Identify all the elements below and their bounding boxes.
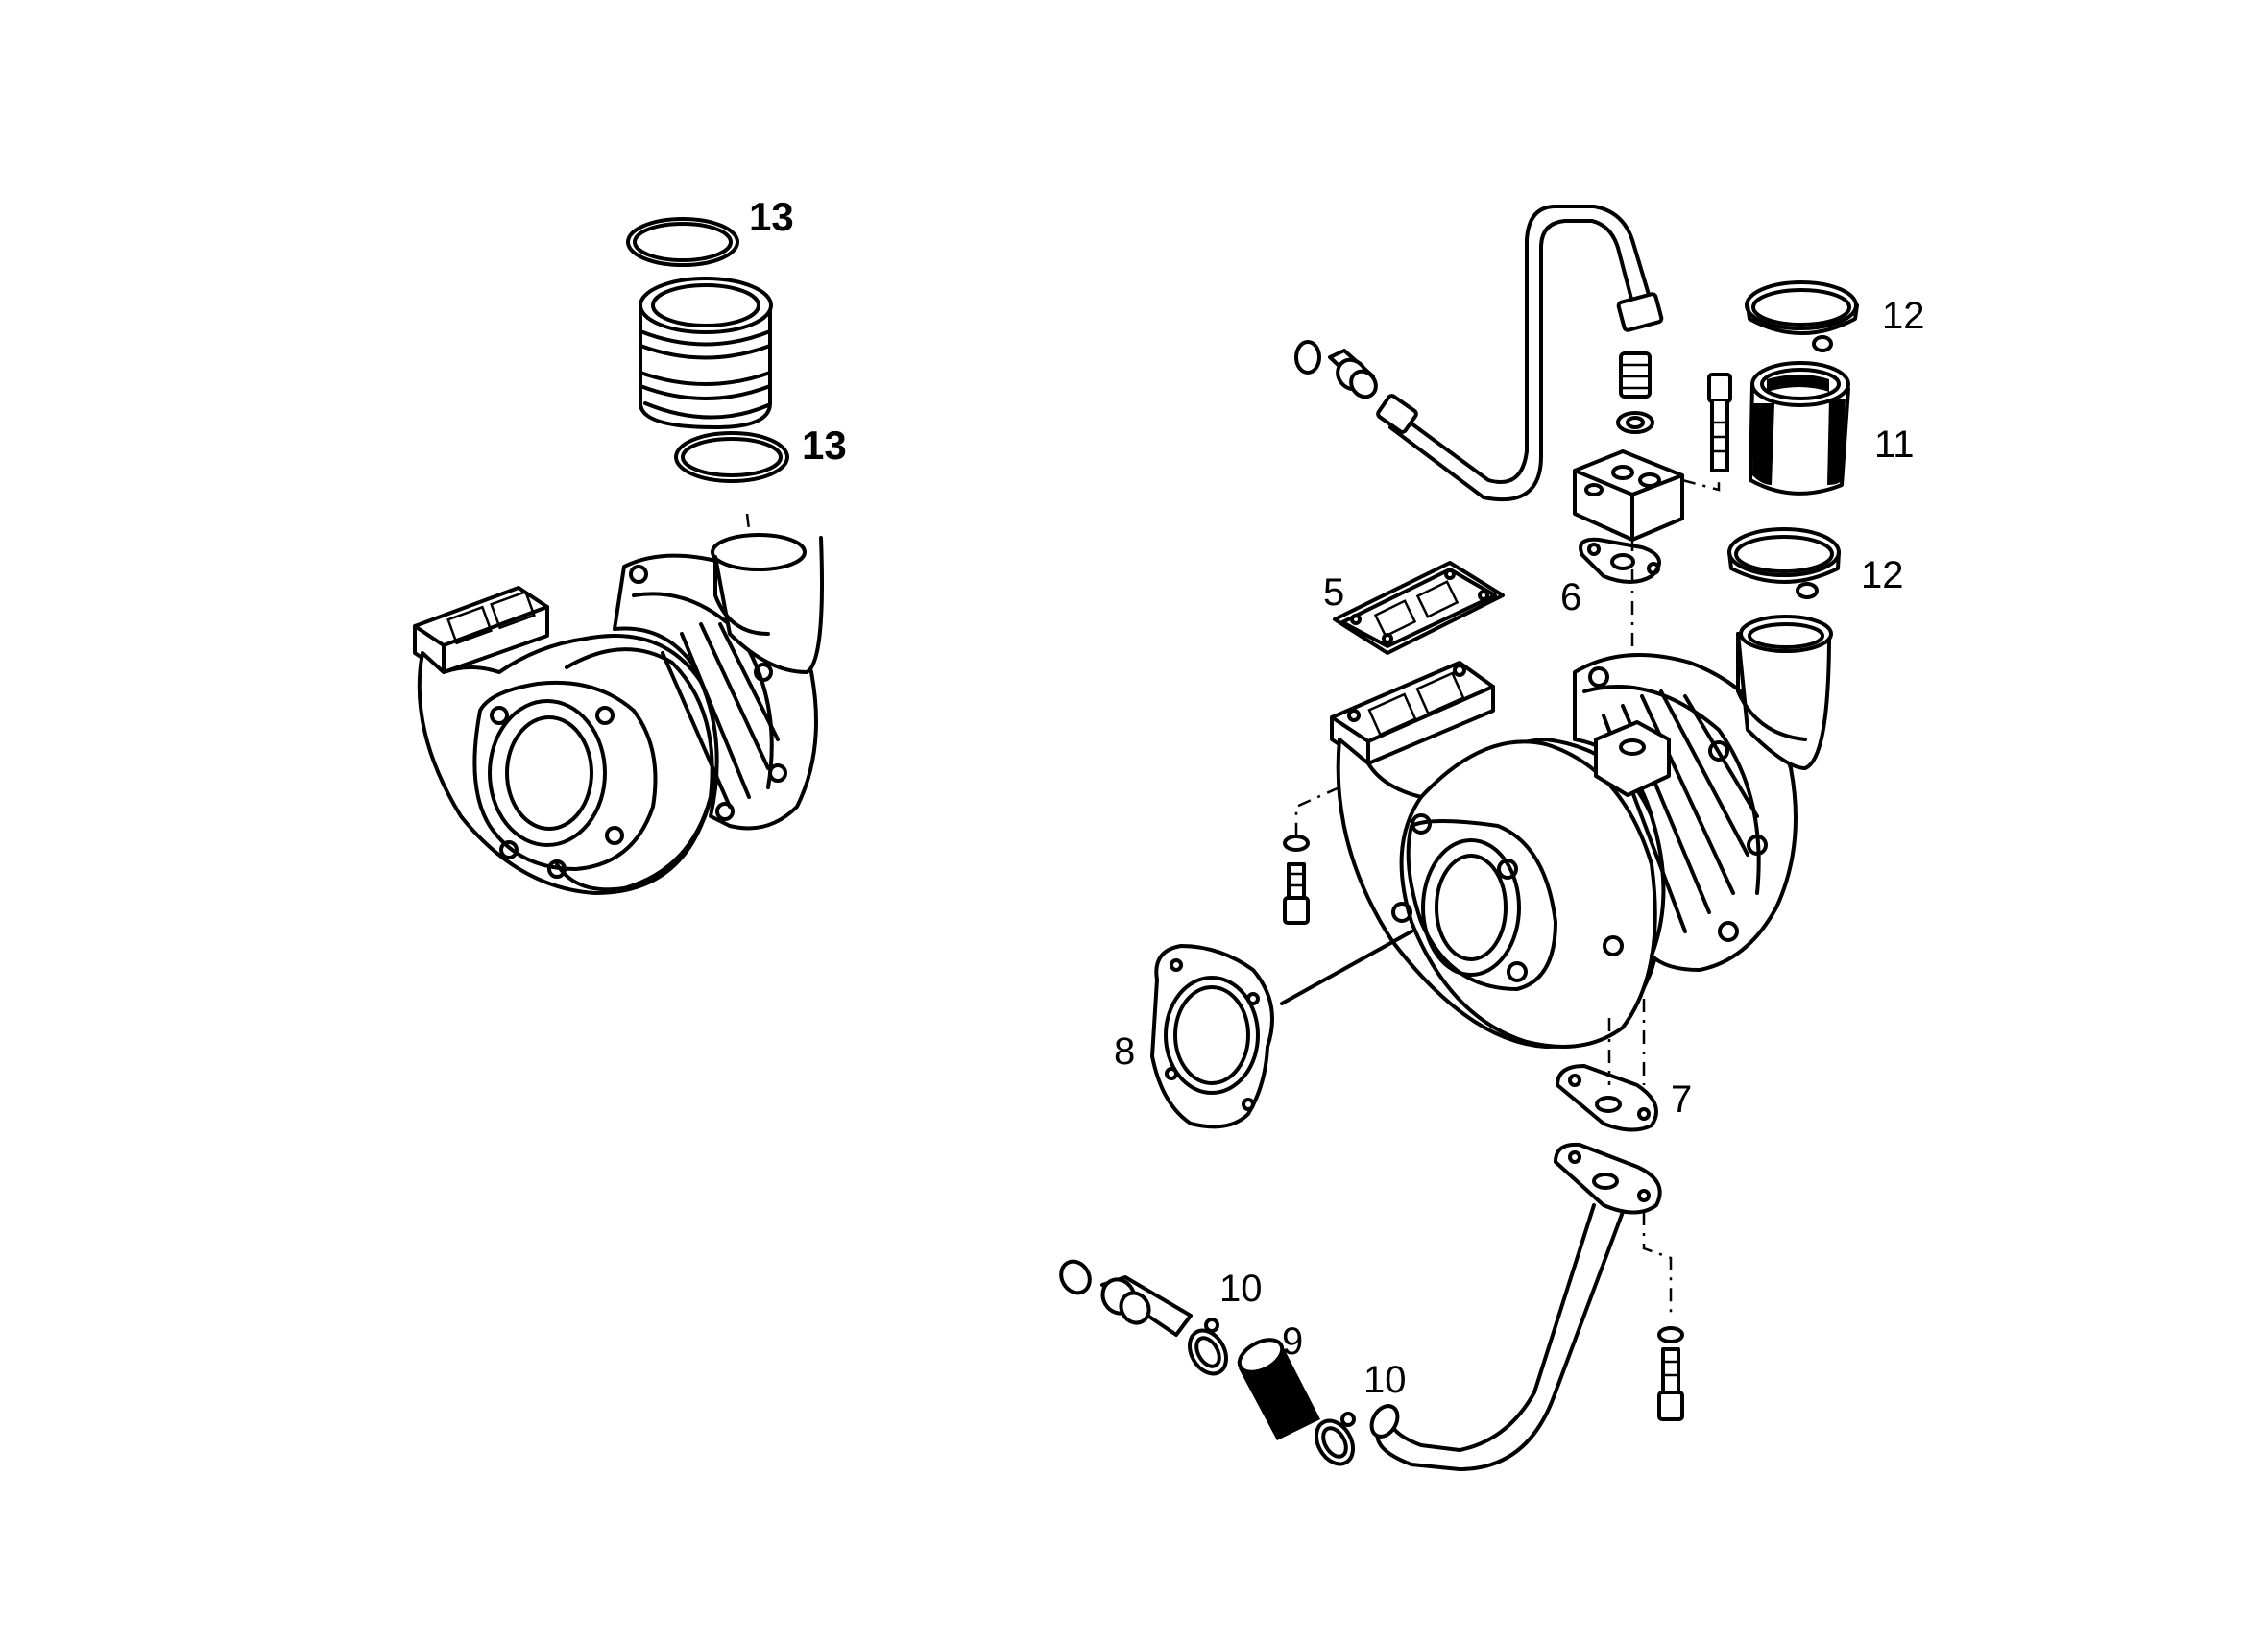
callout-13-bottom: 13 <box>802 423 847 468</box>
gasket-5 <box>1333 561 1505 655</box>
left-union-fitting <box>1294 340 1378 399</box>
right-turbocharger-assembly <box>1059 205 1859 1471</box>
callout-8: 8 <box>1114 1030 1135 1073</box>
callout-labels: 13 13 12 11 12 5 6 8 7 10 9 10 <box>749 194 1925 1401</box>
drain-fitting <box>1059 1259 1193 1337</box>
right-turbine-housing <box>1336 738 1666 1049</box>
callout-13-top: 13 <box>749 194 794 239</box>
gasket-7 <box>1556 1064 1658 1132</box>
callout-7: 7 <box>1671 1078 1692 1121</box>
hose-clamp-10-right <box>1315 1412 1356 1466</box>
sleeve-with-grooves <box>639 277 773 429</box>
cap-screw <box>1681 373 1732 492</box>
right-union-fitting <box>1616 351 1654 434</box>
left-turbocharger-assembly <box>413 217 824 895</box>
callout-12-bottom: 12 <box>1861 554 1904 596</box>
gasket-8 <box>1150 944 1274 1129</box>
callout-11: 11 <box>1874 423 1915 466</box>
left-compressor-housing <box>613 533 824 831</box>
drain-bolt <box>1657 1326 1684 1421</box>
callout-6: 6 <box>1560 576 1581 618</box>
hose-clamp-12-bottom <box>1727 527 1841 599</box>
adapter-block <box>1573 449 1684 542</box>
hose-clamp-10-left <box>1188 1318 1228 1376</box>
oil-drain-pipe <box>1369 1142 1673 1471</box>
hose-11 <box>1749 361 1850 496</box>
oil-port-boss <box>1594 720 1671 797</box>
o-ring-13-bottom <box>674 431 789 483</box>
callout-5: 5 <box>1323 571 1344 614</box>
left-turbine-housing <box>417 634 720 895</box>
oil-feed-pipe <box>1376 205 1664 502</box>
hose-9 <box>1237 1338 1320 1440</box>
callout-12-top: 12 <box>1882 295 1925 337</box>
flange-bolt <box>1283 786 1340 925</box>
gasket-6 <box>1579 537 1661 584</box>
callout-10-left: 10 <box>1219 1268 1263 1310</box>
callout-10-right: 10 <box>1363 1359 1407 1401</box>
left-turbine-flange <box>413 586 549 674</box>
hose-clamp-12-top <box>1745 280 1859 352</box>
right-turbine-flange <box>1330 661 1495 765</box>
o-ring-13-top <box>626 217 739 267</box>
callout-9: 9 <box>1282 1320 1303 1363</box>
